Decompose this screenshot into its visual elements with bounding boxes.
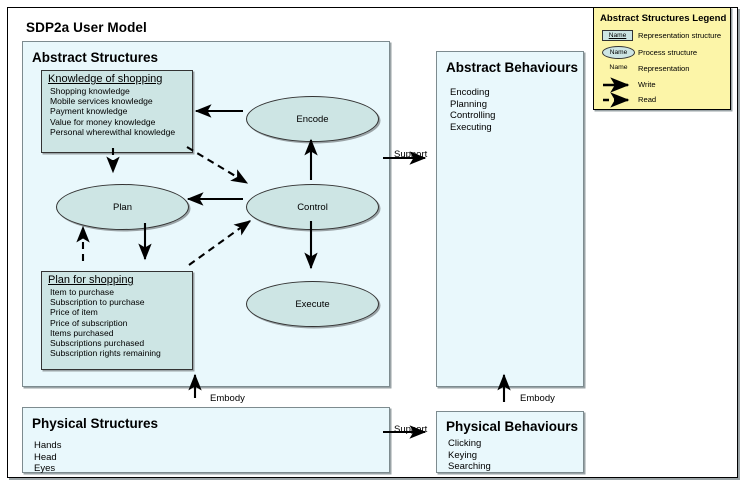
legend-label-representation-structure: Representation structure xyxy=(638,31,722,40)
repbox-knowledge-of-shopping: Knowledge of shopping Shopping knowledge… xyxy=(41,70,193,153)
list-item: Payment knowledge xyxy=(50,106,128,117)
edge-label-embody-right: Embody xyxy=(520,393,555,404)
list-item: Planning xyxy=(450,98,487,110)
edge-label-support-physical: Support xyxy=(394,424,428,435)
legend-label-representation: Representation xyxy=(638,64,690,73)
list-physical-structures: Hands Head Eyes xyxy=(34,440,61,475)
list-item: Clicking xyxy=(448,438,482,449)
list-item: Searching xyxy=(448,461,491,473)
list-item: Items purchased xyxy=(50,327,114,338)
list-item: Eyes xyxy=(34,463,56,475)
legend-label-read: Read xyxy=(638,95,657,104)
list-item: Item to purchase xyxy=(50,287,115,297)
process-label: Control xyxy=(297,201,328,213)
list-item: Head xyxy=(34,451,57,463)
list-item: Executing xyxy=(450,121,492,133)
title-physical-behaviours: Physical Behaviours xyxy=(446,419,579,434)
process-execute: Execute xyxy=(246,281,379,327)
list-item: Subscriptions purchased xyxy=(50,338,145,349)
list-item: Keying xyxy=(448,449,478,461)
list-physical-behaviours: Clicking Keying Searching xyxy=(448,438,491,473)
list-item: Personal wherewithal knowledge xyxy=(50,126,176,137)
panel-abstract-behaviours xyxy=(436,51,584,387)
process-label: Execute xyxy=(295,298,330,310)
repbox-plan-for-shopping: Plan for shopping Item to purchase Subsc… xyxy=(41,271,193,370)
list-item: Hands xyxy=(34,440,62,451)
repbox-items: Item to purchase Subscription to purchas… xyxy=(42,287,192,360)
legend-chip-process-structure: Name xyxy=(602,46,635,59)
list-item: Value for money knowledge xyxy=(50,116,156,127)
legend-chip-representation-structure: Name xyxy=(602,30,633,41)
edge-label-support-abstract: Support xyxy=(394,149,428,160)
legend-arrow-glyphs xyxy=(603,77,630,108)
title-physical-structures: Physical Structures xyxy=(32,416,159,431)
legend-title: Abstract Structures Legend xyxy=(600,13,727,24)
repbox-title: Knowledge of shopping xyxy=(48,73,163,85)
title-abstract-behaviours: Abstract Behaviours xyxy=(446,60,579,75)
process-label: Plan xyxy=(112,201,132,213)
panel-physical-structures xyxy=(22,407,390,473)
list-item: Controlling xyxy=(450,110,496,122)
legend-panel: Abstract Structures Legend Name Represen… xyxy=(593,7,731,110)
legend-chip-representation: Name xyxy=(609,64,628,71)
edge-label-embody-left: Embody xyxy=(210,393,245,404)
list-item: Subscription rights remaining xyxy=(50,348,161,359)
list-item: Price of item xyxy=(50,307,98,318)
process-control: Control xyxy=(246,184,379,230)
title-abstract-structures: Abstract Structures xyxy=(32,50,159,65)
list-abstract-behaviours: Encoding Planning Controlling Executing xyxy=(450,87,495,133)
list-item: Shopping knowledge xyxy=(50,86,130,96)
process-label: Encode xyxy=(296,113,329,125)
list-item: Mobile services knowledge xyxy=(50,96,153,107)
legend-label-process-structure: Process structure xyxy=(638,48,698,57)
list-item: Price of subscription xyxy=(50,317,128,328)
list-item: Encoding xyxy=(450,87,490,98)
page-title: SDP2a User Model xyxy=(26,20,147,35)
repbox-title: Plan for shopping xyxy=(48,274,134,286)
list-item: Subscription to purchase xyxy=(50,297,145,308)
process-encode: Encode xyxy=(246,96,379,142)
panel-physical-behaviours xyxy=(436,411,584,473)
repbox-items: Shopping knowledge Mobile services knowl… xyxy=(42,86,192,139)
process-plan: Plan xyxy=(56,184,189,230)
legend-label-write: Write xyxy=(638,80,656,89)
